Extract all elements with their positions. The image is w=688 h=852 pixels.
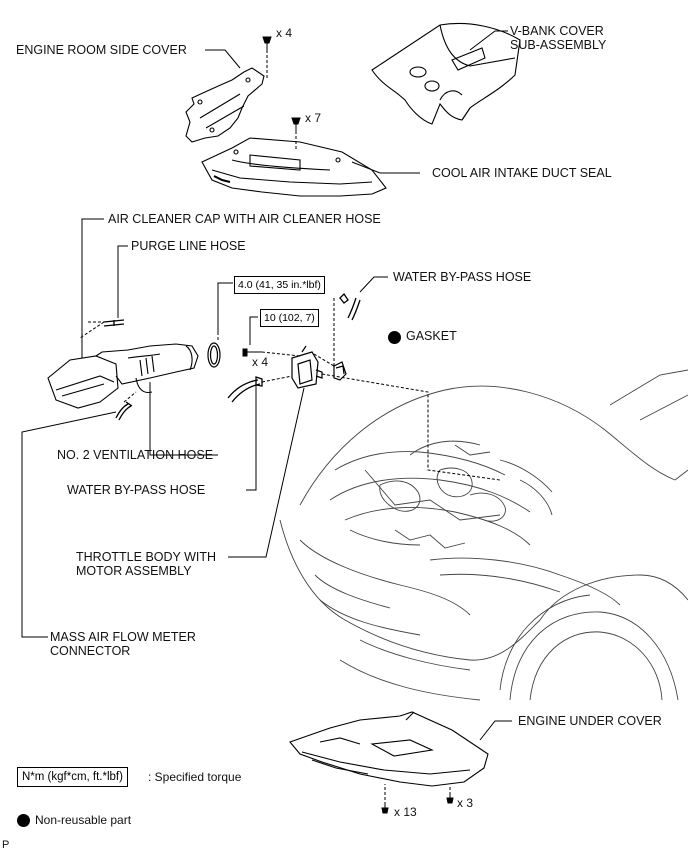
cool-air-intake-duct-seal-drawing (201, 137, 387, 197)
label-mass-air-flow-line1: MASS AIR FLOW METER (50, 630, 196, 644)
assembly-dashed-lines (217, 298, 501, 481)
torque-spec-throttle-body: 4.0 (41, 35 in.*lbf) (234, 276, 325, 294)
label-gasket: GASKET (406, 329, 457, 343)
footer-code: P (2, 839, 10, 851)
qty-throttle-bolts: x 4 (252, 355, 269, 369)
label-engine-under-cover: ENGINE UNDER COVER (518, 714, 662, 728)
qty-duct-seal-clips: x 7 (305, 111, 322, 125)
v-bank-cover-drawing (371, 22, 521, 125)
water-bypass-hose-lower-drawing (227, 376, 263, 403)
throttle-body-drawing (291, 345, 323, 389)
qty-side-cover-clips: x 4 (276, 26, 293, 40)
leader-lines (21, 30, 512, 741)
under-cover-bolt-icon (381, 802, 389, 814)
legend-torque-description: : Specified torque (148, 770, 242, 784)
legend-torque-unit-box: N*m (kgf*cm, ft.*lbf) (17, 767, 128, 787)
label-throttle-body-line2: MOTOR ASSEMBLY (76, 564, 192, 578)
label-cool-air-intake-duct-seal: COOL AIR INTAKE DUCT SEAL (432, 166, 612, 180)
water-bypass-hose-upper-drawing (339, 292, 361, 321)
legend-non-reusable-dot-icon (17, 814, 30, 827)
torque-spec-bolt: 10 (102, 7) (260, 309, 319, 327)
label-mass-air-flow-line2: CONNECTOR (50, 644, 131, 658)
throttle-bolt-drawing (242, 348, 262, 357)
label-engine-room-side-cover: ENGINE ROOM SIDE COVER (16, 43, 187, 57)
label-purge-line-hose: PURGE LINE HOSE (131, 239, 246, 253)
vehicle-outline (279, 369, 688, 701)
non-reusable-marker-icon (388, 331, 401, 344)
engine-under-cover-drawing (289, 711, 489, 787)
label-v-bank-cover-line2: SUB-ASSEMBLY (510, 38, 607, 52)
throttle-gasket-ring-drawing (207, 342, 221, 368)
label-air-cleaner-cap: AIR CLEANER CAP WITH AIR CLEANER HOSE (108, 212, 381, 226)
label-water-bypass-hose-upper: WATER BY-PASS HOSE (393, 270, 532, 284)
side-cover-clip-icon (262, 36, 272, 50)
no2-ventilation-hose-drawing (115, 401, 133, 421)
air-cleaner-cap-drawing (47, 343, 199, 409)
purge-line-hose-drawing (103, 319, 125, 327)
engine-room-side-cover-drawing (185, 67, 265, 143)
label-no2-ventilation-hose: NO. 2 VENTILATION HOSE (57, 448, 214, 462)
under-cover-clip-icon (446, 792, 454, 804)
duct-seal-clip-icon (291, 117, 301, 131)
label-water-bypass-hose-lower: WATER BY-PASS HOSE (67, 483, 206, 497)
label-throttle-body-line1: THROTTLE BODY WITH (76, 550, 217, 564)
label-v-bank-cover-line1: V-BANK COVER (510, 24, 604, 38)
qty-under-cover-bolts: x 13 (394, 805, 417, 819)
legend-non-reusable-text: Non-reusable part (35, 813, 132, 827)
qty-under-cover-clips: x 3 (457, 796, 474, 810)
